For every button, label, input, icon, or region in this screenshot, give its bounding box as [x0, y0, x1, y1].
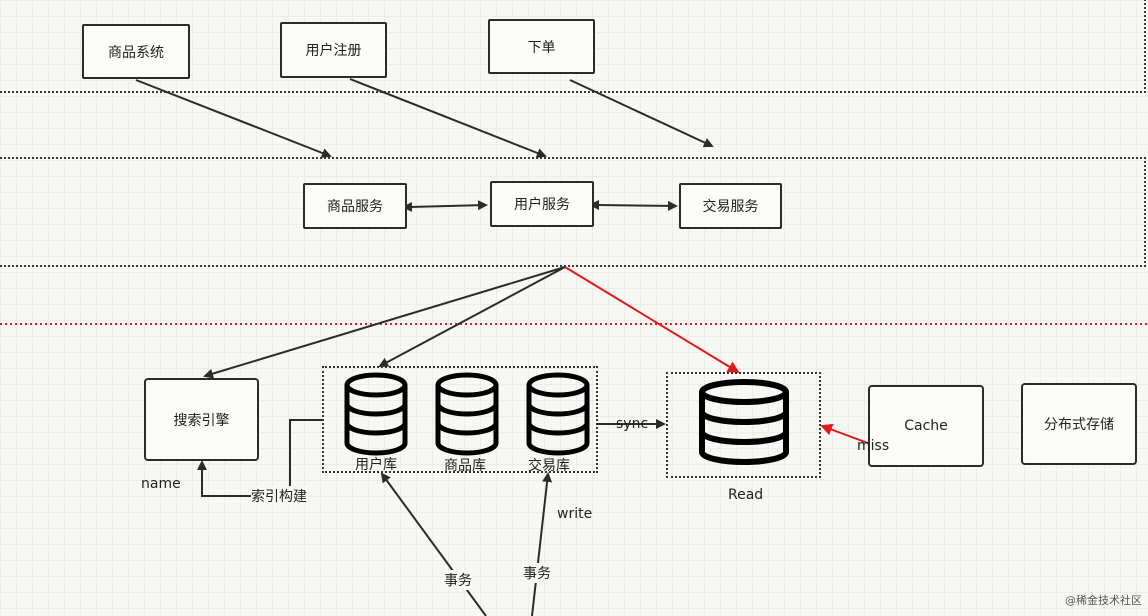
arrow-tx-left: [380, 472, 487, 616]
trade-db-icon: [526, 372, 590, 456]
read-db-group: [666, 372, 821, 478]
trade-service-box: 交易服务: [679, 183, 782, 229]
arrow-user-trade: [589, 200, 678, 211]
goods-service-box: 商品服务: [303, 183, 407, 229]
miss-label: miss: [857, 438, 890, 454]
trade-db-label: 交易库: [528, 458, 570, 474]
user-db-label: 用户库: [355, 457, 397, 473]
goods-system-box: 商品系统: [82, 24, 190, 79]
arrow-goods-system: [135, 79, 332, 158]
read-db-label: Read: [728, 487, 764, 503]
distributed-storage-box: 分布式存储: [1021, 383, 1137, 465]
database-group: [322, 366, 598, 473]
arrow-to-read: [564, 266, 740, 374]
arrow-tx-right: [531, 472, 553, 616]
arrow-user-register: [349, 78, 547, 158]
read-db-icon: [699, 379, 789, 465]
user-register-box: 用户注册: [280, 22, 387, 78]
arrow-to-dbs: [378, 266, 566, 367]
order-box: 下单: [488, 19, 595, 74]
goods-db-icon: [435, 372, 499, 456]
client-layer-zone: [0, 0, 1146, 93]
search-engine-box: 搜索引擎: [144, 378, 259, 461]
goods-db-label: 商品库: [444, 458, 486, 474]
arrow-to-search: [203, 266, 566, 379]
tx-left-label: 事务: [444, 570, 472, 590]
arrow-goods-user: [402, 200, 488, 212]
user-service-box: 用户服务: [490, 181, 594, 227]
tx-right-label: 事务: [523, 563, 551, 583]
write-label: write: [557, 506, 593, 522]
name-label: name: [141, 476, 181, 492]
arrow-order: [569, 79, 714, 148]
watermark: @稀金技术社区: [1065, 594, 1142, 607]
cache-box: Cache: [868, 385, 984, 467]
user-db-icon: [344, 372, 408, 456]
sync-label: sync: [616, 416, 649, 432]
index-build-label: 索引构建: [251, 486, 307, 506]
service-layer-zone: [0, 157, 1146, 267]
